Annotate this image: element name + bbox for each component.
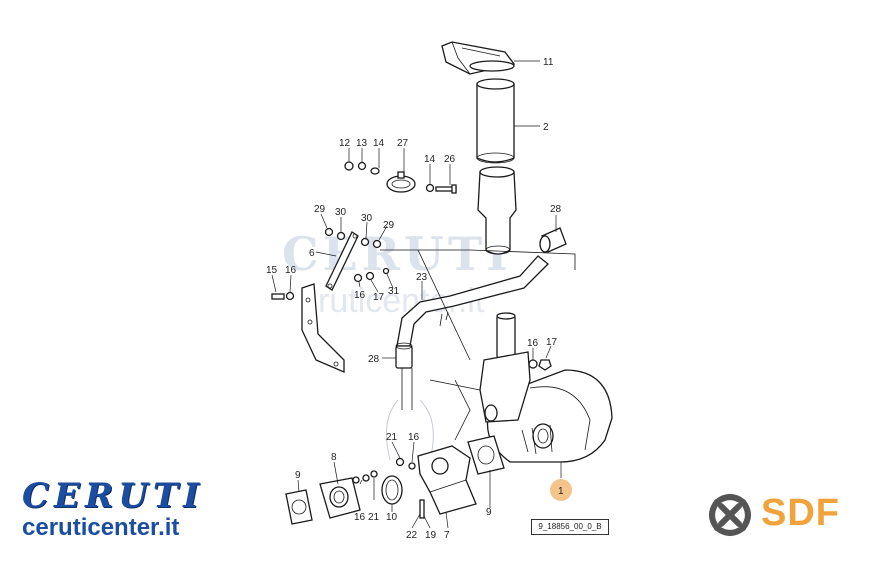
sdf-logo: SDF [703, 488, 863, 544]
part-11-rain-cap [441, 41, 516, 75]
callout-19: 19 [425, 530, 437, 541]
callout-14: 14 [424, 154, 436, 165]
part-fasteners-top [344, 161, 457, 194]
callout-13: 13 [356, 138, 368, 149]
callout-1: 1 [558, 486, 564, 497]
callout-16: 16 [354, 290, 366, 301]
part-2-exhaust-pipe [476, 78, 515, 164]
part-6-bracket [324, 227, 382, 291]
callout-15: 15 [266, 265, 278, 276]
callout-14: 14 [373, 138, 385, 149]
callout-2: 2 [543, 122, 549, 133]
callout-23: 23 [416, 272, 428, 283]
callout-12: 12 [339, 138, 351, 149]
callout-9: 9 [486, 507, 492, 518]
callout-31: 31 [388, 286, 400, 297]
callout-8: 8 [331, 452, 337, 463]
part-27-clamp [386, 171, 416, 193]
callout-21: 21 [386, 432, 398, 443]
callout-28: 28 [368, 354, 380, 365]
callout-16: 16 [354, 512, 366, 523]
ceruti-logo-url: ceruticenter.it [22, 514, 180, 541]
callout-21: 21 [368, 512, 380, 523]
part-10-ring [381, 475, 403, 505]
sdf-knot-icon [709, 494, 751, 536]
sdf-logo-text: SDF [761, 492, 840, 534]
callout-17: 17 [373, 292, 385, 303]
part-1-muffler [479, 312, 613, 463]
callout-6: 6 [309, 248, 315, 259]
callout-labels: 11 2 12 13 14 27 14 26 28 29 30 30 29 6 … [266, 57, 564, 541]
callout-10: 10 [386, 512, 398, 523]
drawing-code: 9_18856_00_0_B [531, 519, 609, 535]
part-28-hose-lower [395, 342, 413, 369]
callout-30: 30 [335, 207, 347, 218]
watermark-brand: CERUTI [282, 227, 512, 281]
callout-22: 22 [406, 530, 418, 541]
callout-17: 17 [546, 337, 558, 348]
callout-29: 29 [314, 204, 326, 215]
ceruti-logo: CERUTI ceruticenter.it [22, 478, 272, 542]
callout-28: 28 [550, 204, 562, 215]
callout-7: 7 [444, 530, 450, 541]
leader-lines [271, 60, 562, 529]
callout-16: 16 [527, 338, 539, 349]
part-8-flange [319, 476, 361, 519]
ceruti-logo-title: CERUTI [22, 476, 205, 516]
part-16-21-nuts-lower [362, 457, 416, 482]
callout-16: 16 [408, 432, 420, 443]
callout-30: 30 [361, 213, 373, 224]
part-mounting-bracket [271, 267, 390, 373]
callout-9: 9 [295, 470, 301, 481]
callout-16: 16 [285, 265, 297, 276]
callout-26: 26 [444, 154, 456, 165]
part-9-gasket-right [467, 435, 505, 475]
part-fasteners-right [528, 359, 552, 371]
part-pipe-joint [477, 166, 517, 255]
callout-29: 29 [383, 220, 395, 231]
part-1-highlight [550, 479, 572, 501]
callout-27: 27 [397, 138, 409, 149]
part-9-gasket-left [285, 489, 313, 525]
part-28-hose-upper [539, 227, 567, 253]
callout-11: 11 [543, 57, 554, 68]
part-7-manifold [417, 445, 477, 519]
